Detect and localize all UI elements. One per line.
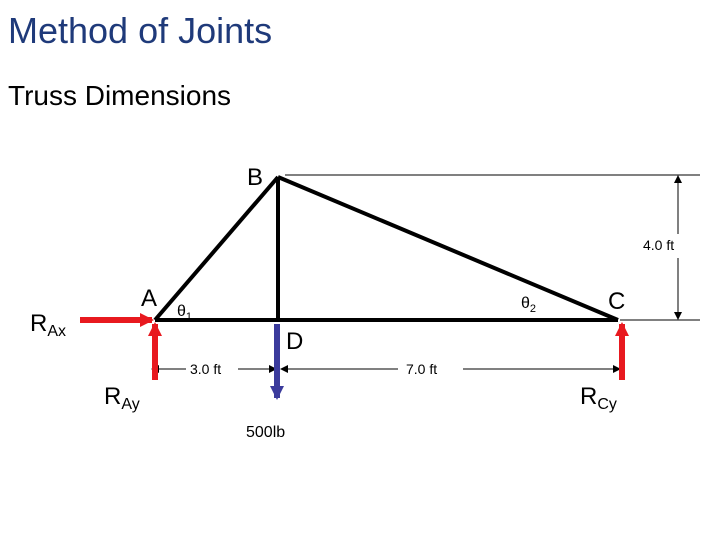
- dimension-dc-label: 7.0 ft: [406, 361, 437, 377]
- joint-label-c: C: [608, 288, 625, 315]
- angle-label-theta1: θ1: [177, 303, 192, 323]
- joint-label-d: D: [286, 328, 303, 355]
- load-label: 500lb: [246, 424, 285, 441]
- height-dimension-label: 4.0 ft: [643, 237, 674, 253]
- joint-label-a: A: [141, 285, 157, 312]
- reaction-label-ray: RAy: [104, 383, 140, 413]
- reaction-label-rax: RAx: [30, 310, 66, 340]
- member-ab: [153, 175, 280, 322]
- joint-label-b: B: [247, 164, 263, 191]
- dimension-ad-label: 3.0 ft: [190, 361, 221, 377]
- reaction-label-rcy: RCy: [580, 383, 617, 413]
- slide-subtitle: Truss Dimensions: [8, 80, 232, 111]
- member-bc: [277, 175, 619, 322]
- angle-label-theta2: θ2: [521, 295, 536, 315]
- slide-title: Method of Joints: [8, 10, 273, 51]
